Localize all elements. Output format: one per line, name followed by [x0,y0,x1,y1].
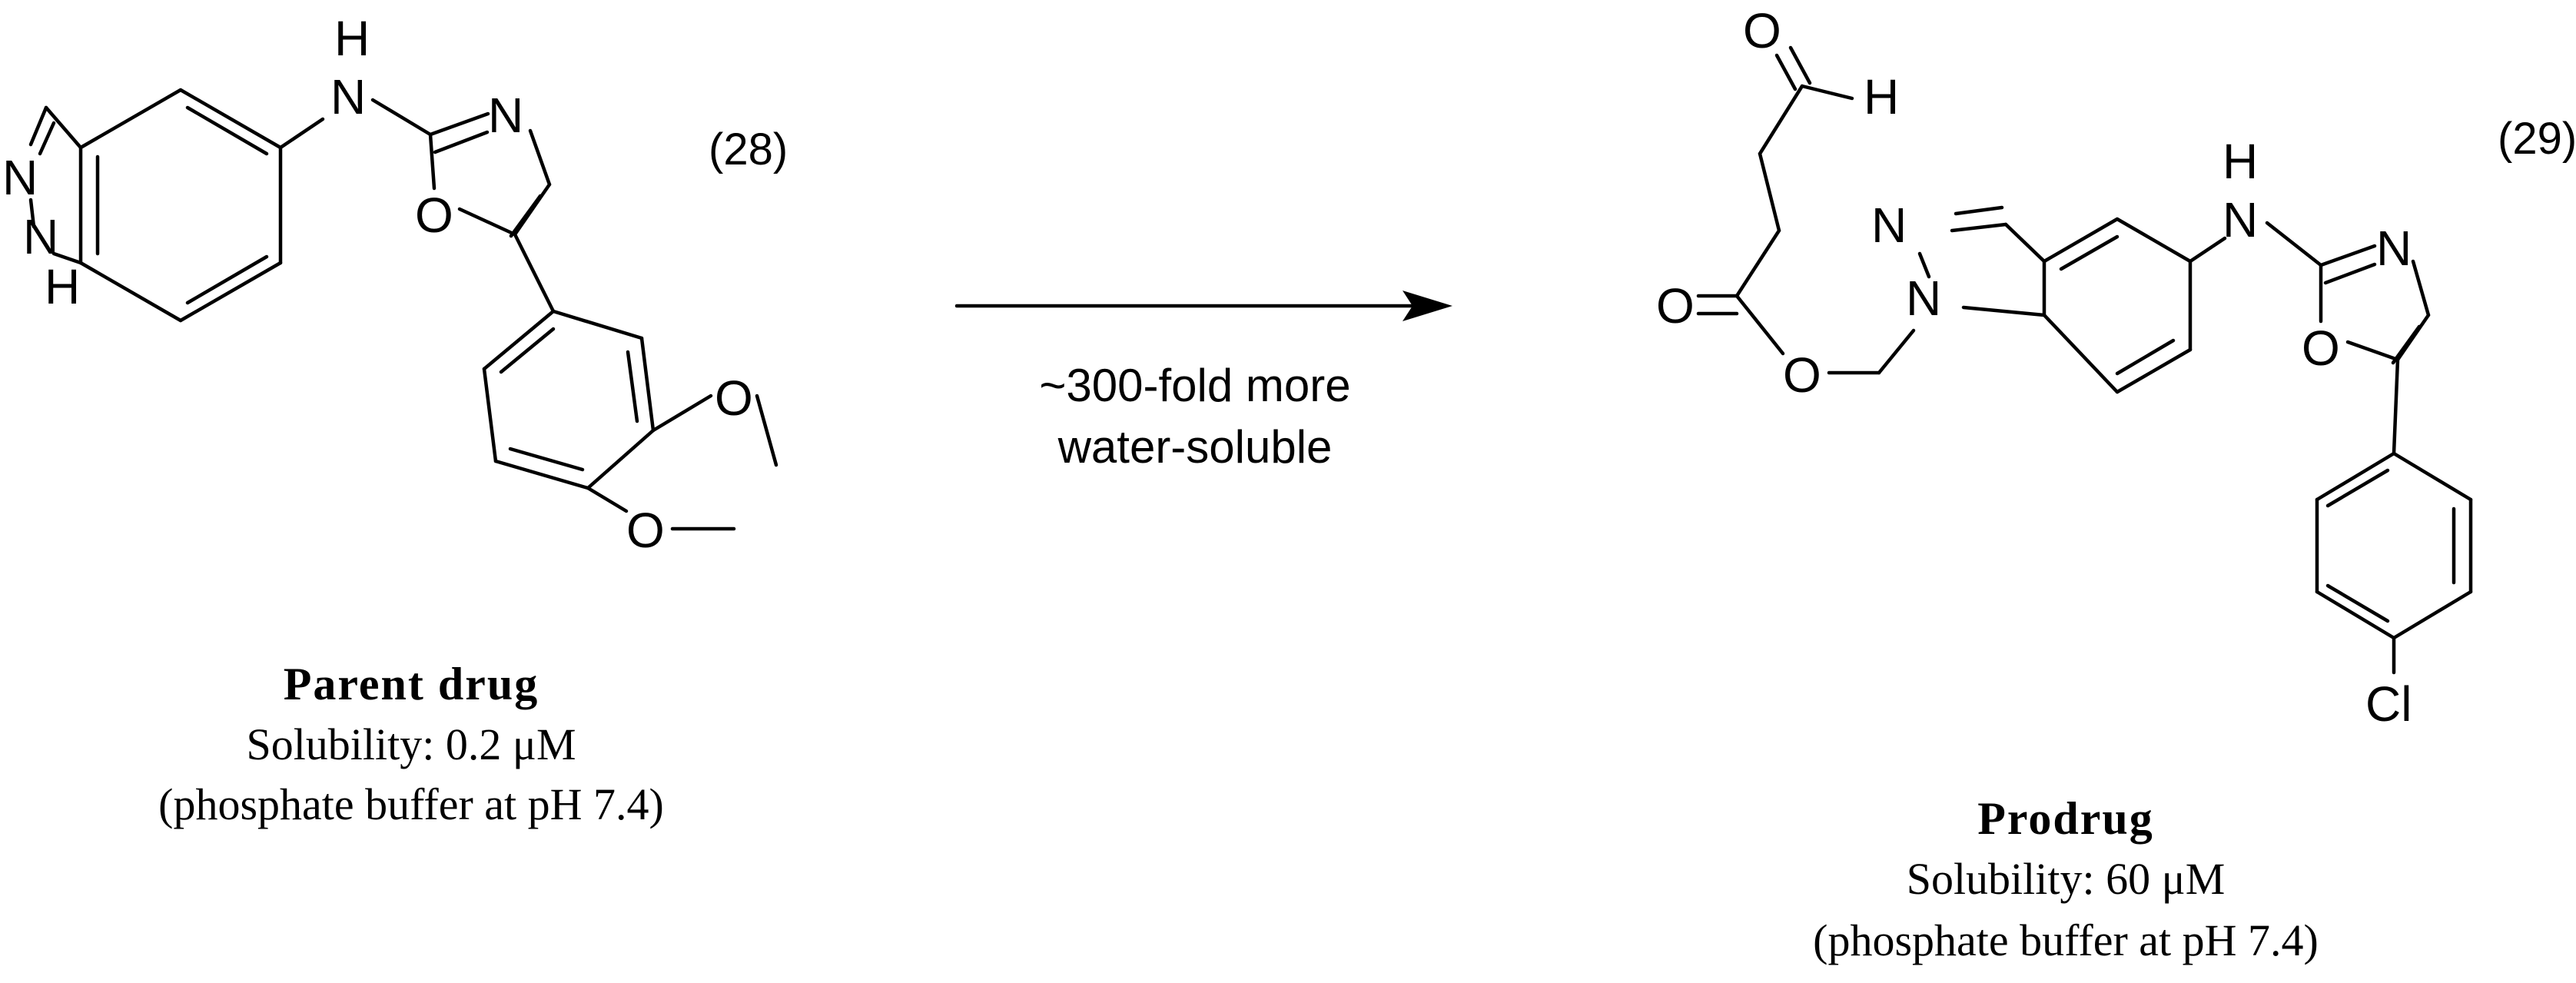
parent-nh-hydrogen-label: H [334,11,370,66]
parent-nh-nitrogen-label: N [330,69,366,125]
arrow-label-line-2: water-soluble [1057,421,1333,473]
parent-compound-number: (28) [709,125,788,174]
parent-indazole-n1-label: N [23,209,58,264]
parent-methoxy-oxygen-2-label: O [626,503,665,558]
prodrug-aldehyde-oxygen-label: O [1743,3,1781,58]
prodrug-nh-hydrogen-label: H [2222,134,2258,189]
parent-solubility: Solubility: 0.2 μM [246,719,576,769]
prodrug-ester-carbonyl-oxygen-label: O [1656,278,1695,334]
prodrug-oxazole-nitrogen-label: N [2376,221,2412,276]
prodrug-ester-oxygen-label: O [1783,347,1821,403]
arrow-label-line-1: ~300-fold more [1039,360,1350,411]
prodrug-indazole-n1-label: N [1906,271,1941,326]
prodrug-aldehyde-hydrogen-label: H [1864,69,1899,125]
parent-title: Parent drug [284,659,539,709]
parent-drug-structure [28,88,778,531]
prodrug-compound-number: (29) [2498,114,2576,164]
prodrug-nh-nitrogen-label: N [2222,192,2258,247]
parent-oxazole-nitrogen-label: N [488,88,523,143]
prodrug-title: Prodrug [1977,793,2154,844]
parent-methoxy-oxygen-1-label: O [715,370,753,426]
prodrug-indazole-n2-label: N [1871,198,1907,253]
prodrug-chlorine-label: Cl [2365,676,2412,732]
prodrug-solubility: Solubility: 60 μM [1907,854,2226,904]
prodrug-conditions: (phosphate buffer at pH 7.4) [1813,915,2319,965]
parent-oxazole-oxygen-label: O [415,188,453,243]
prodrug-structure [1696,45,2473,675]
parent-conditions: (phosphate buffer at pH 7.4) [158,779,664,829]
reaction-arrow [954,291,1452,321]
prodrug-oxazole-oxygen-label: O [2302,320,2340,376]
parent-indazole-hydrogen-label: H [45,259,80,314]
parent-indazole-n2-label: N [2,150,38,205]
